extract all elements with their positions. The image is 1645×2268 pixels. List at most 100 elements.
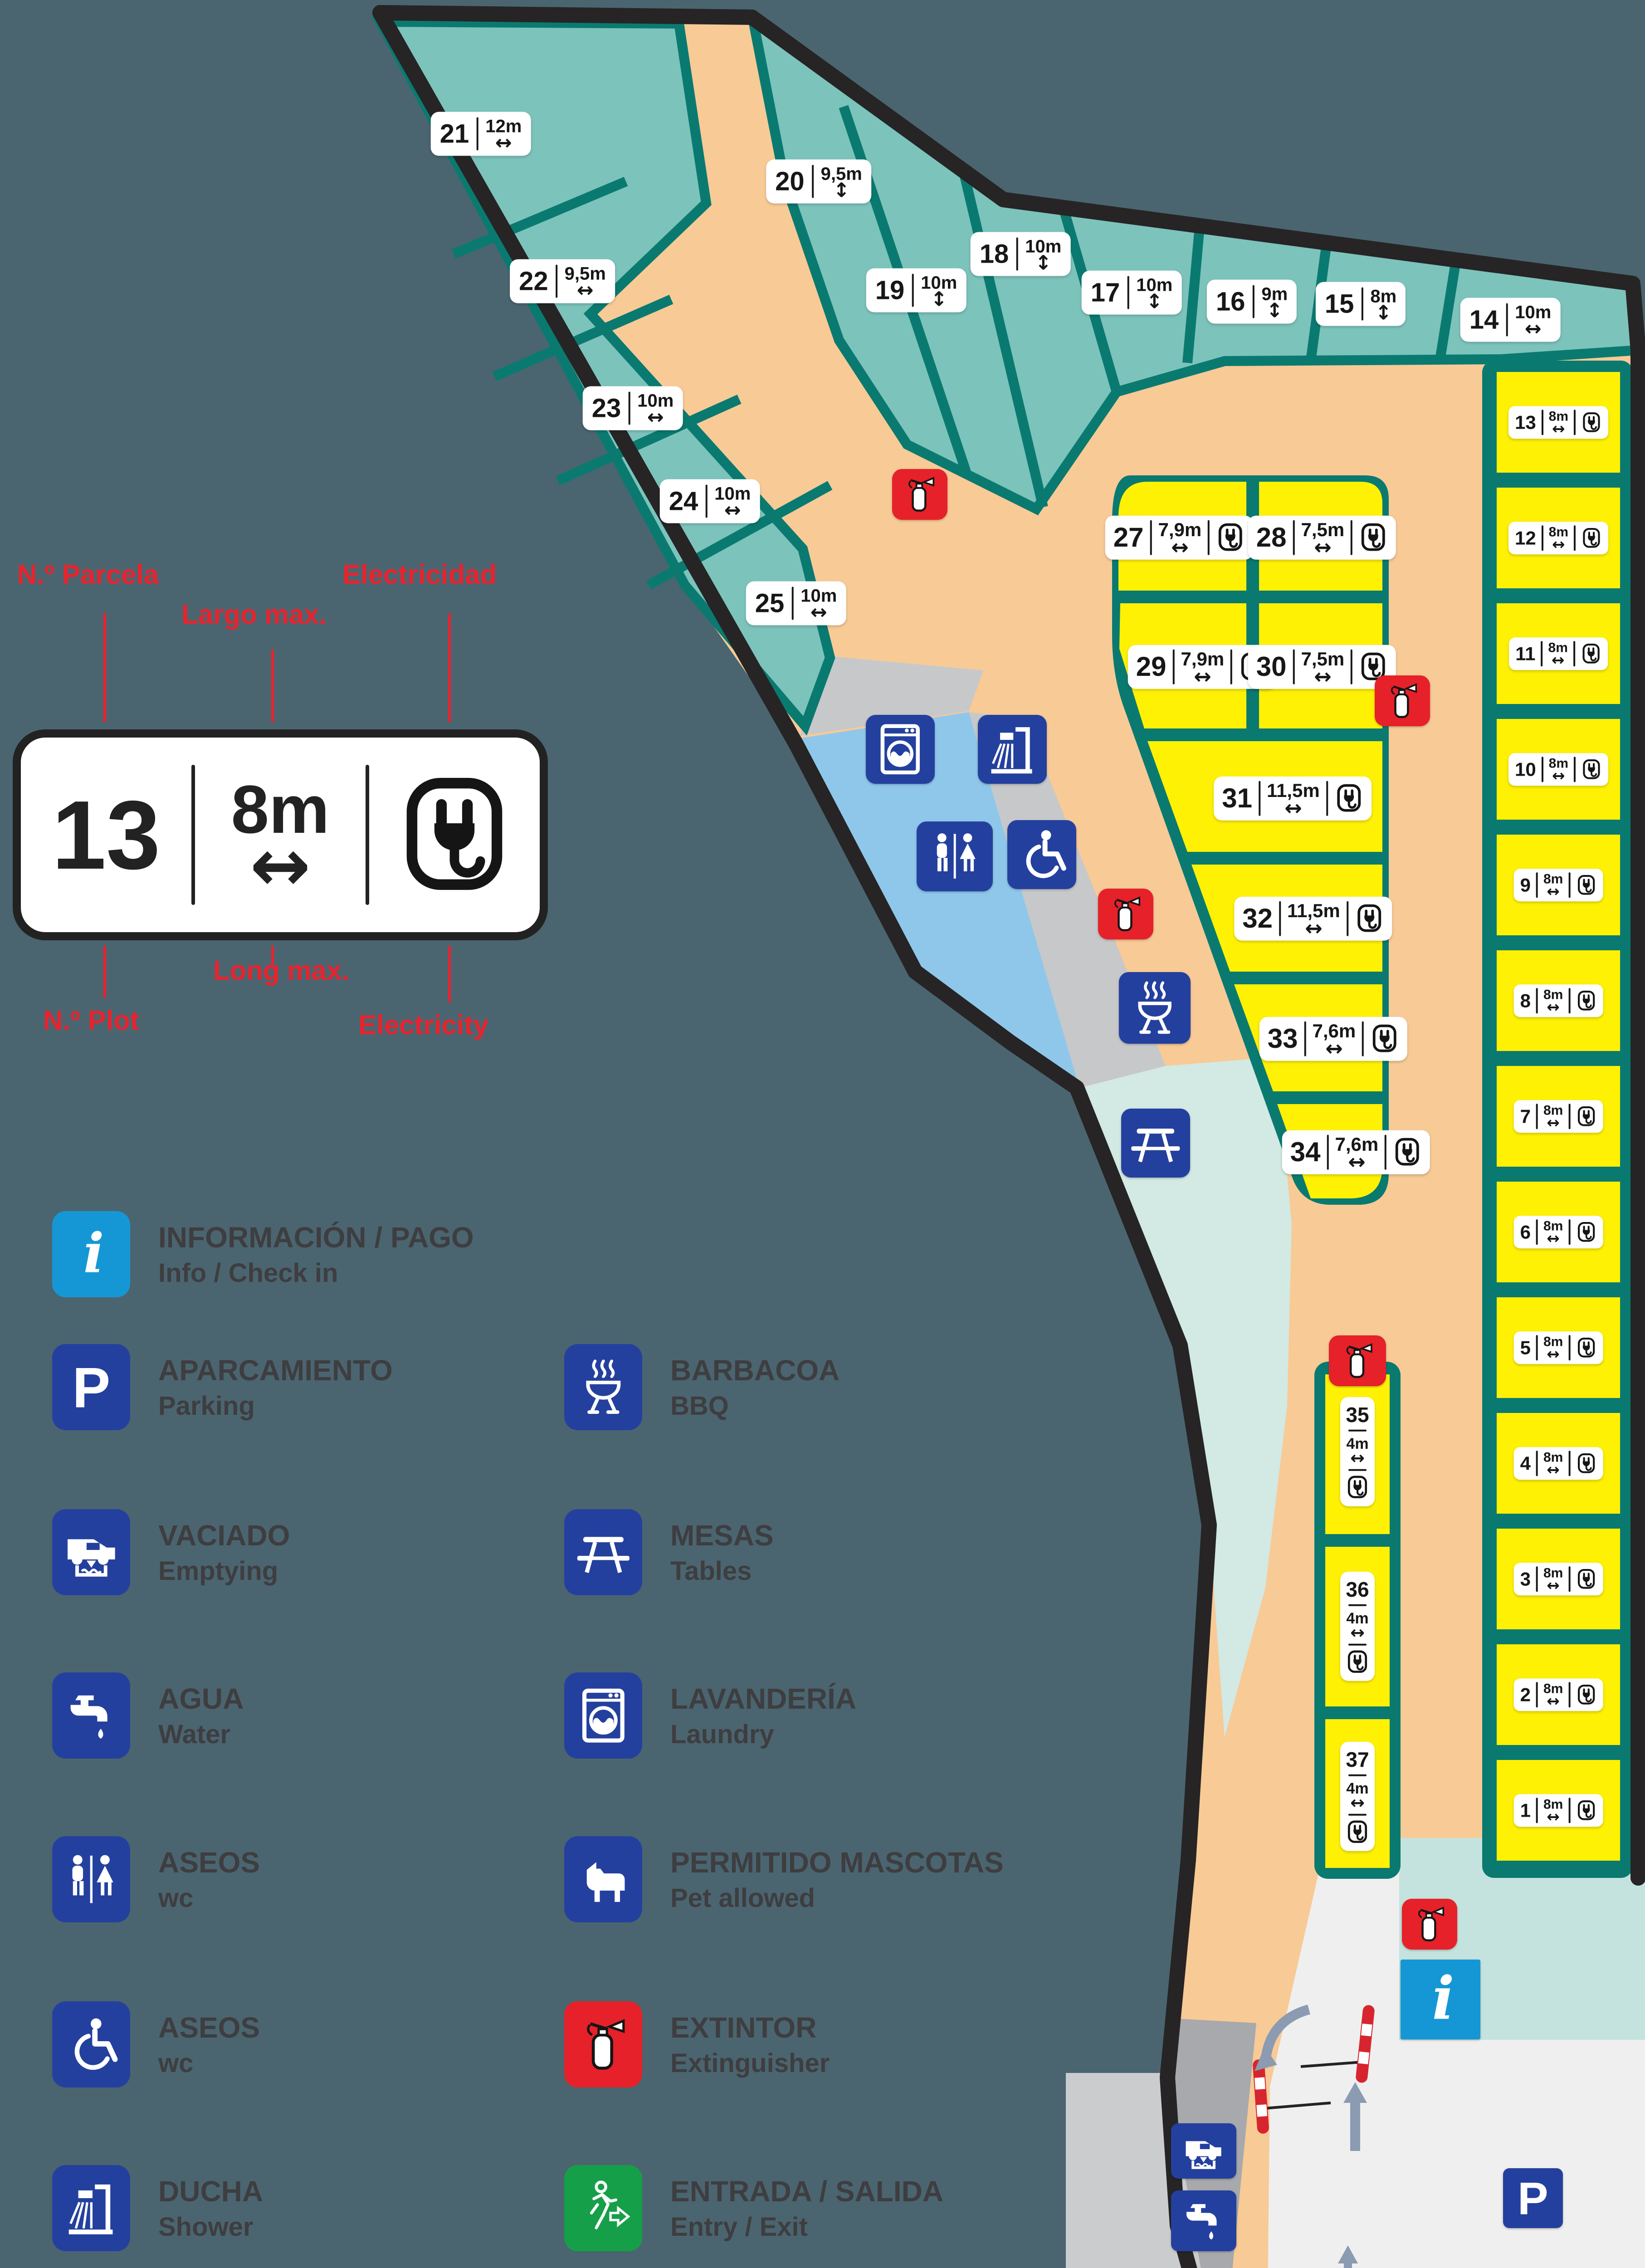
label-divider	[1568, 1104, 1571, 1129]
label-divider	[791, 587, 794, 620]
plot-size-value: 7,6m	[1312, 1020, 1356, 1041]
horizontal-arrow-icon: ↔	[1547, 1808, 1560, 1826]
plot-size: 10m↔	[637, 392, 674, 428]
plot-number: 16	[1215, 287, 1245, 316]
plot-size: 8m↔	[1543, 872, 1563, 899]
electricity-plug-icon	[1576, 990, 1596, 1011]
services-building-area	[798, 712, 1077, 1089]
note-long-max: Long max.	[213, 955, 350, 986]
label-divider	[1252, 285, 1254, 318]
toilets-icon	[52, 1836, 130, 1922]
plot-size: 7,9m↔	[1181, 649, 1225, 686]
plot-size: 4m↔	[1346, 1436, 1368, 1466]
plot-size: 8m↔	[1548, 641, 1568, 668]
plot-size: 10m↔	[714, 485, 751, 522]
legend-subtitle: Water	[158, 1719, 230, 1749]
label-divider	[1326, 781, 1328, 816]
service-area-gray-top	[800, 655, 983, 736]
horizontal-arrow-icon: ↔	[1547, 1576, 1560, 1595]
plot-size-value: 10m	[801, 586, 837, 606]
teal-plot-dividers-left	[451, 176, 833, 590]
plot-size: 11,5m↔	[1267, 781, 1320, 818]
service-area-gray-mid	[969, 712, 1166, 1088]
electricity-plug-icon	[1346, 1475, 1369, 1499]
svg-text:P: P	[1518, 2174, 1548, 2222]
length-arrow-icon: ↔	[249, 823, 311, 908]
electricity-plug-icon	[369, 738, 540, 932]
plot-number: 3	[1520, 1568, 1531, 1589]
vertical-arrow-icon: ↕	[833, 179, 850, 202]
legend-title: ASEOS	[158, 1846, 260, 1879]
camper-emptying-icon	[52, 1509, 130, 1595]
horizontal-arrow-icon: ↔	[724, 499, 741, 522]
key-divider	[191, 765, 195, 905]
label-divider	[1293, 520, 1295, 555]
label-divider	[1568, 872, 1571, 898]
legend-title: VACIADO	[158, 1519, 290, 1552]
label-divider	[1536, 1335, 1538, 1360]
label-divider	[1536, 1104, 1538, 1129]
horizontal-arrow-icon: ↔	[1348, 1149, 1366, 1174]
plot-number: 21	[439, 119, 469, 148]
plot-number: 13	[1514, 411, 1536, 433]
label-divider	[1574, 525, 1576, 551]
plot-size: 8m↕	[1370, 288, 1396, 323]
plot-size: 8m↔	[1543, 1682, 1563, 1709]
label-divider	[811, 165, 814, 198]
plot-size: 7,5m↔	[1301, 520, 1345, 557]
label-divider	[1568, 1798, 1571, 1823]
label-divider	[1348, 1774, 1367, 1776]
plot-size: 9,5m↔	[565, 265, 606, 301]
key-divider	[366, 765, 369, 905]
legend-subtitle: Emptying	[158, 1556, 278, 1586]
note-electricidad: Electricidad	[342, 559, 497, 590]
label-divider	[1541, 757, 1543, 782]
note-leader-line	[448, 946, 451, 1002]
plot-size-value: 8m	[1543, 1565, 1563, 1581]
wheelchair-icon	[52, 2001, 130, 2087]
label-divider	[628, 391, 630, 425]
legend-subtitle: Parking	[158, 1391, 255, 1421]
note-electricity: Electricity	[358, 1010, 488, 1040]
plot-number: 2	[1520, 1684, 1531, 1705]
electricity-plug-icon	[1355, 904, 1384, 933]
horizontal-arrow-icon: ↔	[1305, 915, 1323, 940]
horizontal-arrow-icon: ↔	[1314, 664, 1332, 689]
plot-size: 8m↔	[1543, 1104, 1563, 1130]
legend-subtitle: wc	[158, 2048, 194, 2078]
label-divider	[1230, 649, 1233, 684]
plot-size: 8m↔	[1543, 1335, 1563, 1362]
plot-size-value: 10m	[1136, 275, 1173, 295]
laundry-icon	[866, 715, 935, 784]
legend-title: APARCAMIENTO	[158, 1354, 393, 1387]
legend-subtitle: Shower	[158, 2212, 254, 2242]
plot-number: 30	[1256, 651, 1287, 682]
label-divider	[1573, 641, 1575, 666]
electricity-plug-icon	[1576, 1453, 1596, 1474]
legend-title: MESAS	[670, 1519, 774, 1552]
electricity-plug-icon	[1581, 643, 1601, 664]
electricity-plug-icon	[1581, 528, 1602, 548]
note-n-parcela: N.º Parcela	[17, 559, 159, 590]
vertical-arrow-icon: ↕	[1266, 299, 1283, 323]
plot-size-value: 11,5m	[1287, 899, 1340, 921]
fire-extinguisher-icon	[1098, 889, 1153, 939]
plot-number: 19	[875, 275, 905, 305]
